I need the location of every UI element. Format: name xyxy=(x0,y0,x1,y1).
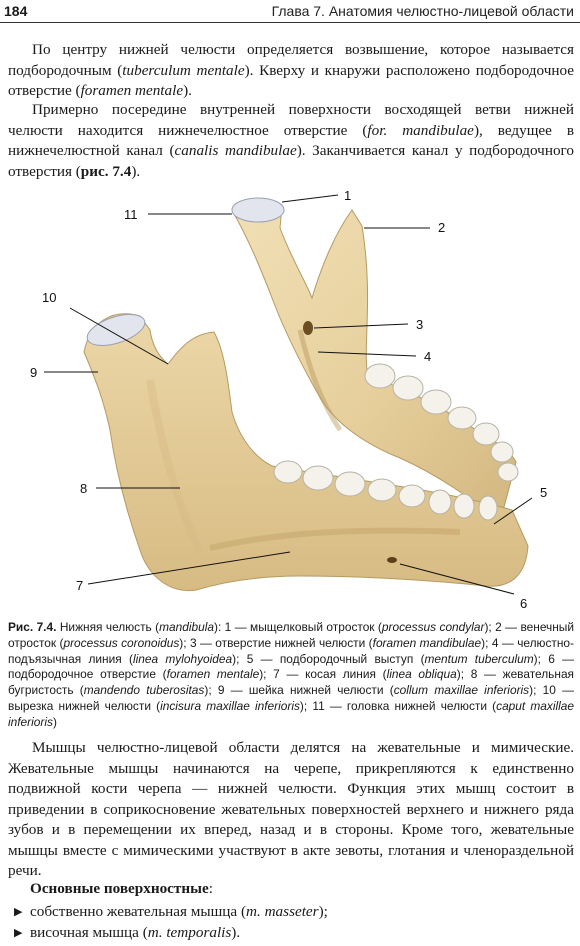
list-item-text: височная мышца (m. temporalis). xyxy=(30,923,241,941)
list-title-text: Основные поверхностные xyxy=(30,880,209,897)
callout-10: 10 xyxy=(42,290,56,305)
mental-foramen xyxy=(387,557,397,563)
callout-11: 11 xyxy=(124,207,138,222)
header-rule xyxy=(0,22,580,23)
far-teeth-row xyxy=(364,363,519,482)
intro-paragraph-2: Примерно посередине внутренней поверхнос… xyxy=(8,101,575,180)
leader-lines xyxy=(44,194,533,595)
callout-3: 3 xyxy=(416,317,423,332)
callout-8: 8 xyxy=(80,481,87,496)
page-number: 184 xyxy=(4,3,28,19)
left-condyle-head xyxy=(86,314,146,346)
mandible-figure: 1 2 3 4 5 6 7 8 9 10 11 xyxy=(0,180,580,610)
callout-1: 1 xyxy=(344,188,351,203)
left-mandible xyxy=(83,313,529,592)
ramus-shade xyxy=(297,329,343,432)
list-item: ▶ височная мышца (m. temporalis). xyxy=(8,923,574,944)
list-title: Основные поверхностные: xyxy=(30,880,213,898)
mandibular-foramen xyxy=(303,321,313,335)
muscle-list: ▶ собственно жевательная мышца (m. masset… xyxy=(8,902,574,943)
list-item: ▶ собственно жевательная мышца (m. masset… xyxy=(8,902,574,923)
chapter-title: Глава 7. Анатомия челюстно-лицевой облас… xyxy=(271,3,574,19)
figure-caption: Рис. 7.4. Нижняя челюсть (mandibula): 1 … xyxy=(8,620,575,729)
right-condyle-head xyxy=(231,197,285,223)
list-item-text: собственно жевательная мышца (m. massete… xyxy=(30,903,328,920)
mandible-illustration: 1 2 3 4 5 6 7 8 9 10 11 xyxy=(30,188,547,610)
callout-2: 2 xyxy=(438,220,445,235)
body-paragraph: Мышцы челюстно-лицевой области делятся н… xyxy=(8,739,574,879)
callout-7: 7 xyxy=(76,578,83,593)
callout-4: 4 xyxy=(424,349,431,364)
list-title-colon: : xyxy=(208,880,213,897)
angle-shade xyxy=(146,379,204,554)
callout-9: 9 xyxy=(30,365,37,380)
callout-6: 6 xyxy=(520,596,527,610)
oblique-line-shade xyxy=(209,527,461,551)
page-header: 184 Глава 7. Анатомия челюстно-лицевой о… xyxy=(0,0,580,23)
bullet-icon: ▶ xyxy=(14,906,23,918)
near-teeth-row xyxy=(273,460,498,521)
bullet-icon: ▶ xyxy=(14,926,23,939)
intro-paragraph-1: По центру нижней челюсти определяется во… xyxy=(8,41,575,99)
callout-5: 5 xyxy=(540,485,547,500)
